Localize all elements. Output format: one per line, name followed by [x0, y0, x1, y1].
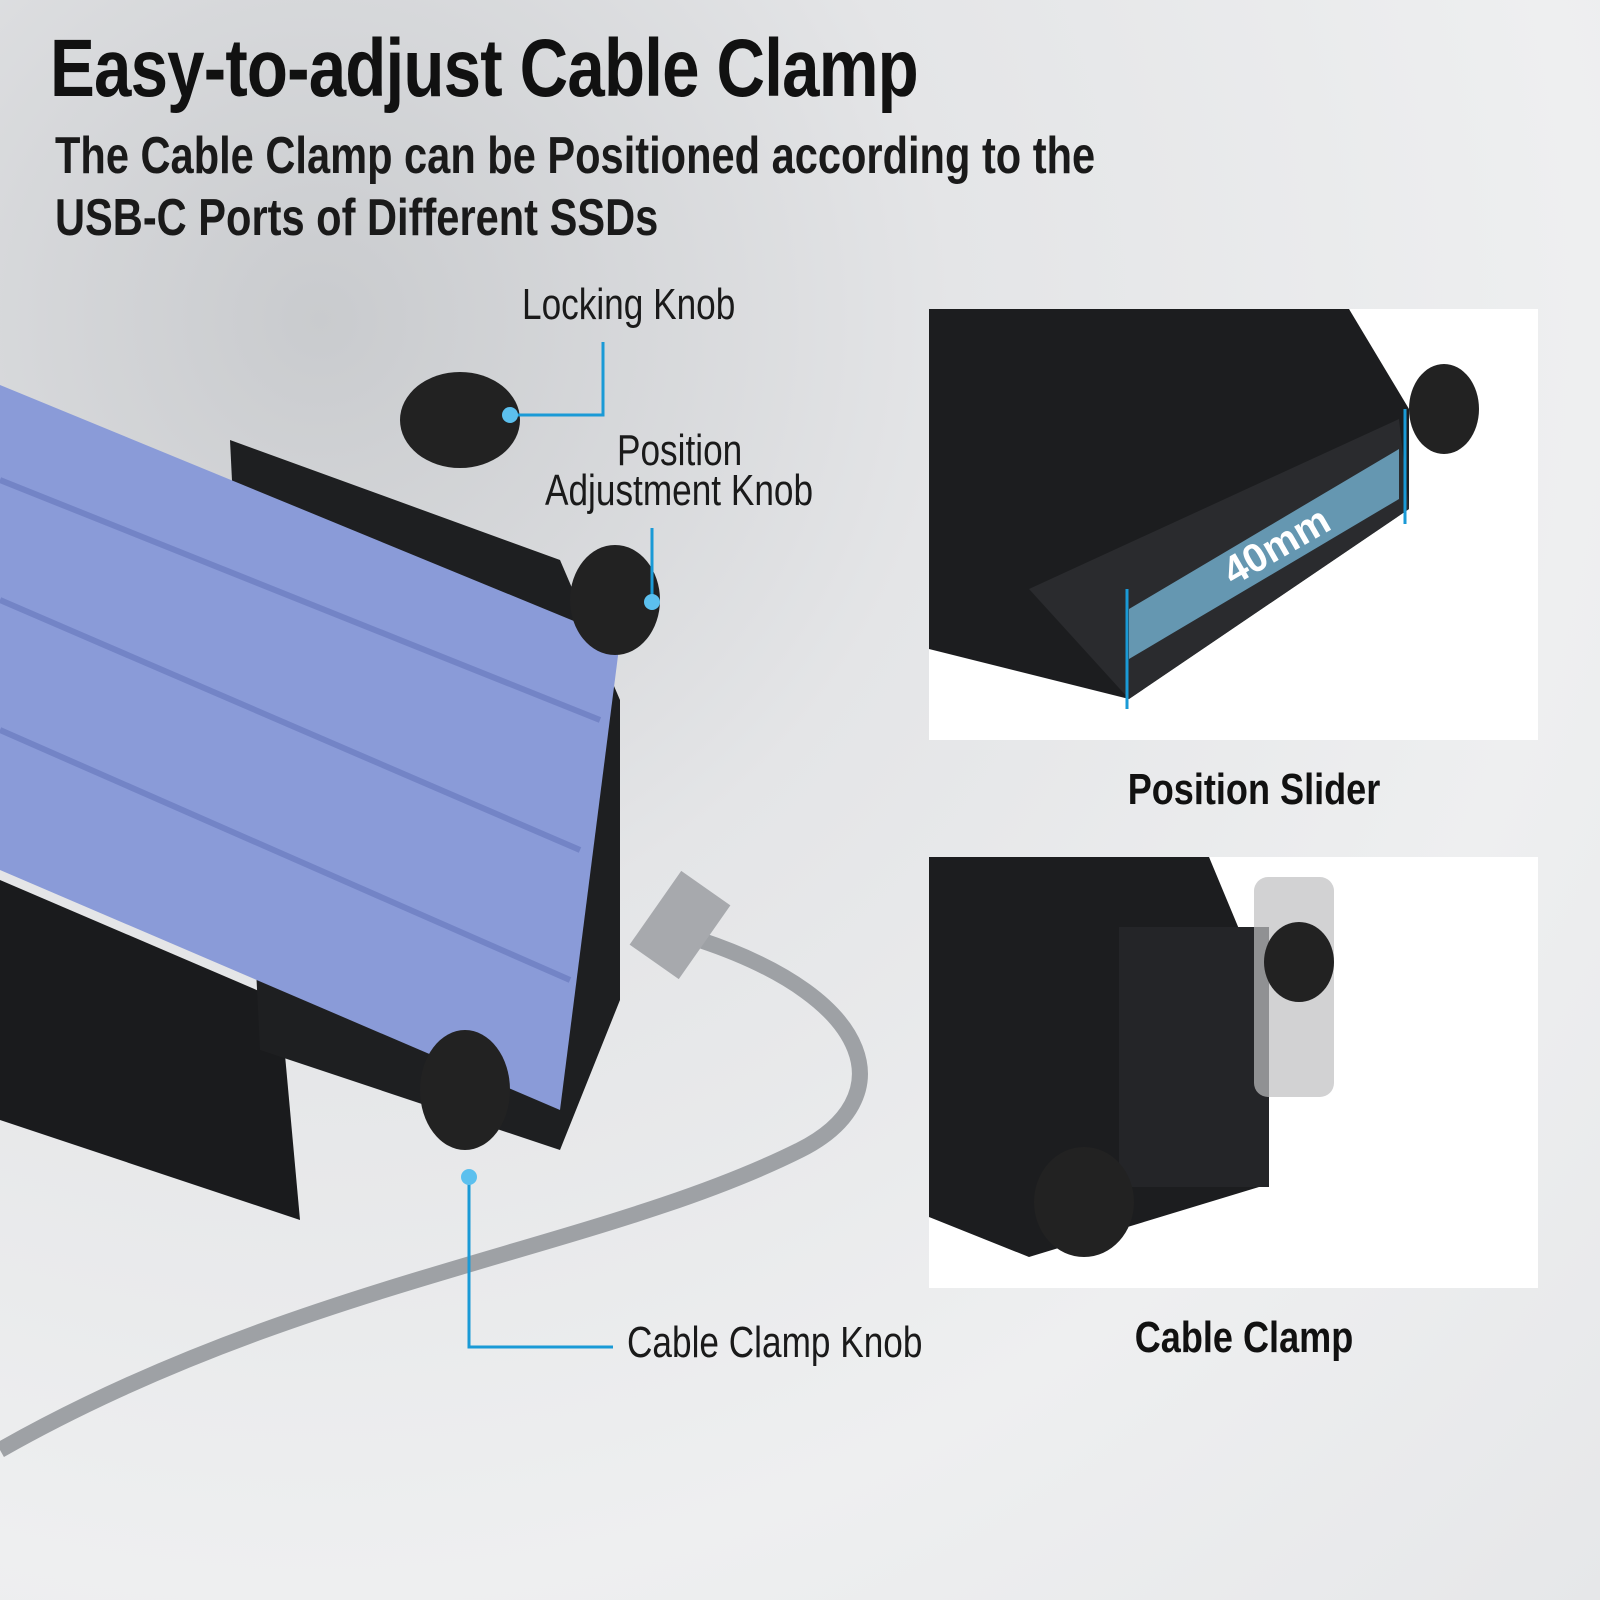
callout-lines	[467, 342, 654, 1349]
callout-cable-clamp-knob: Cable Clamp Knob	[627, 1318, 923, 1367]
position-slider-label: Position Slider	[1127, 765, 1381, 814]
callout-position-line2: Adjustment Knob	[545, 466, 814, 515]
subtitle-line-2: USB-C Ports of Different SSDs	[55, 189, 659, 247]
ssd-body	[0, 385, 620, 1110]
position-slider-panel: 40mm	[929, 309, 1538, 740]
cable-clamp-label: Cable Clamp	[1134, 1313, 1354, 1362]
callout-position-line1: Position	[617, 426, 743, 475]
locking-knob	[400, 372, 520, 468]
page-title: Easy-to-adjust Cable Clamp	[50, 23, 919, 114]
cable-clamp-panel	[929, 857, 1538, 1288]
usb-plug	[629, 870, 731, 980]
callout-locking-knob: Locking Knob	[522, 280, 736, 329]
cable-clamp-knob	[420, 1030, 510, 1150]
cage-bracket	[0, 880, 300, 1220]
usb-cable	[0, 932, 868, 1457]
position-adjustment-knob	[570, 545, 660, 655]
subtitle-line-1: The Cable Clamp can be Positioned accord…	[55, 127, 1096, 185]
